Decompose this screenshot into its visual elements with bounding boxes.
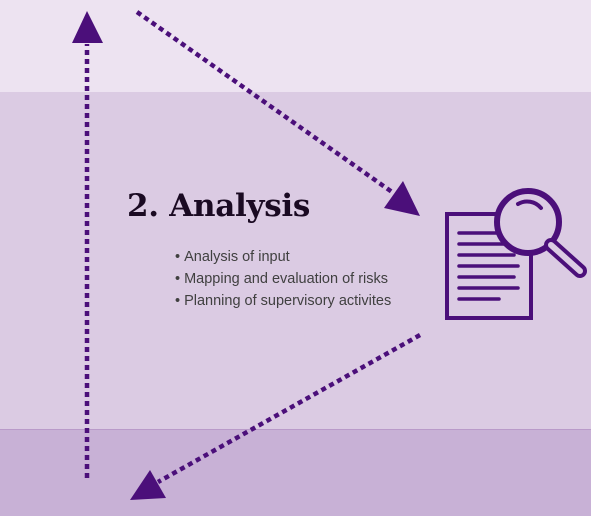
bullet-item: Planning of supervisory activites — [175, 290, 391, 312]
section-title: 2. Analysis — [127, 188, 311, 224]
bullet-item: Mapping and evaluation of risks — [175, 268, 391, 290]
bullet-list: Analysis of input Mapping and evaluation… — [175, 246, 391, 312]
arrow-down-left-icon — [130, 333, 422, 500]
bullet-item: Analysis of input — [175, 246, 391, 268]
document-search-icon — [445, 188, 587, 320]
top-band — [0, 0, 591, 92]
arrow-down-right-icon — [135, 10, 420, 216]
bottom-band — [0, 429, 591, 516]
arrow-up-icon — [72, 11, 103, 478]
